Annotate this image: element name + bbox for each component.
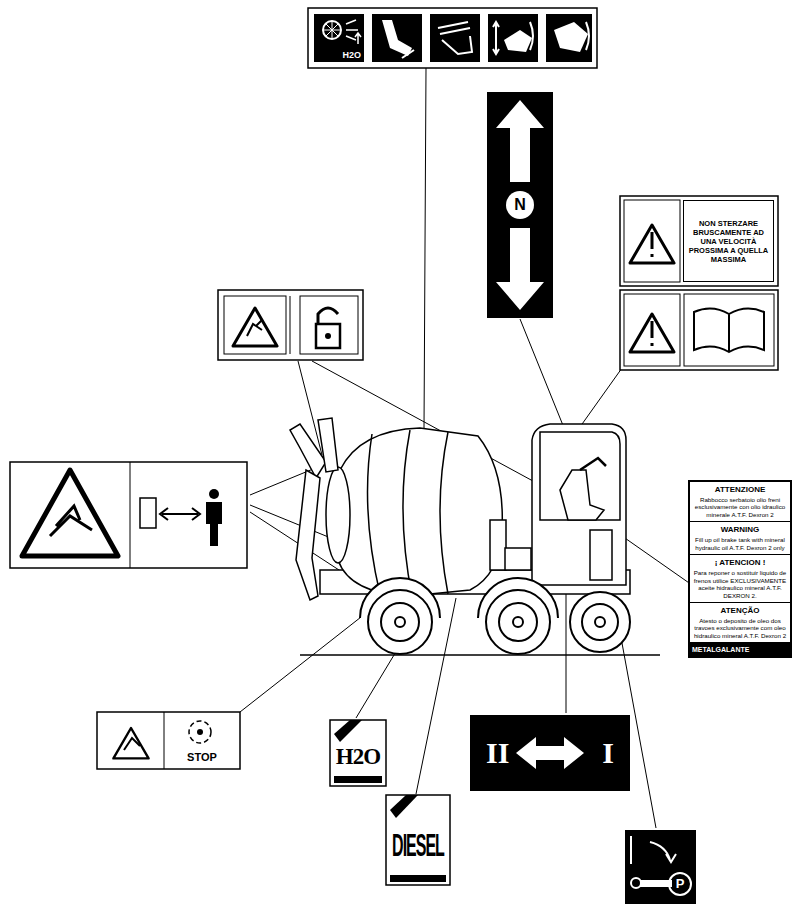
panel-section: ATTENZIONE Rabbocco serbatoio olio freni … xyxy=(690,482,790,522)
label-text: H2O xyxy=(336,744,380,770)
label-text: STOP xyxy=(187,751,217,763)
label-text: II xyxy=(486,736,509,770)
diesel-decal: DIESEL xyxy=(388,818,448,874)
steering-warning-box: NON STERZARE BRUSCAMENTE AD UNA VELOCITÀ… xyxy=(683,200,774,282)
label-text: WARNING xyxy=(693,525,787,534)
gear-sign: III xyxy=(472,717,628,789)
label-text: Fill up oil brake tank with mineral hydr… xyxy=(693,536,787,551)
label-text: H2O xyxy=(342,50,361,60)
parking-brake-sign: P xyxy=(666,870,694,898)
label-text: Para reponer o sostituir liquido de fren… xyxy=(693,569,787,599)
label-text: I xyxy=(602,736,614,770)
brake-oil-panel: METALGALANTE ATTENZIONE Rabbocco serbatoio… xyxy=(688,480,792,658)
panel-section: ATENÇÃO Atesto o deposito de oleo dos tra… xyxy=(690,603,790,643)
panel-section: WARNING Fill up oil brake tank with miner… xyxy=(690,522,790,555)
label-text: NON STERZARE BRUSCAMENTE AD UNA VELOCITÀ… xyxy=(686,219,771,264)
water-decal: H2O xyxy=(332,738,384,776)
stop-label: STOP xyxy=(166,746,238,767)
label-text: Rabbocco serbatoio olio freni esclusivam… xyxy=(693,496,787,518)
label-text: P xyxy=(668,872,692,896)
neutral-sign: N xyxy=(487,92,553,318)
label-text: METALGALANTE xyxy=(690,643,790,656)
label-text: Atesto o deposito de oleo dos travoes ex… xyxy=(693,617,787,639)
panel-section: ¡ ATENCION ! Para reponer o sostituir liq… xyxy=(690,555,790,603)
label-text: ¡ ATENCION ! xyxy=(693,558,787,567)
label-text: ATENÇÃO xyxy=(693,606,787,615)
water-icon: H2O xyxy=(314,14,364,62)
label-text: ATTENZIONE xyxy=(693,485,787,494)
label-text: N xyxy=(506,191,534,219)
label-text: DIESEL xyxy=(392,828,444,864)
